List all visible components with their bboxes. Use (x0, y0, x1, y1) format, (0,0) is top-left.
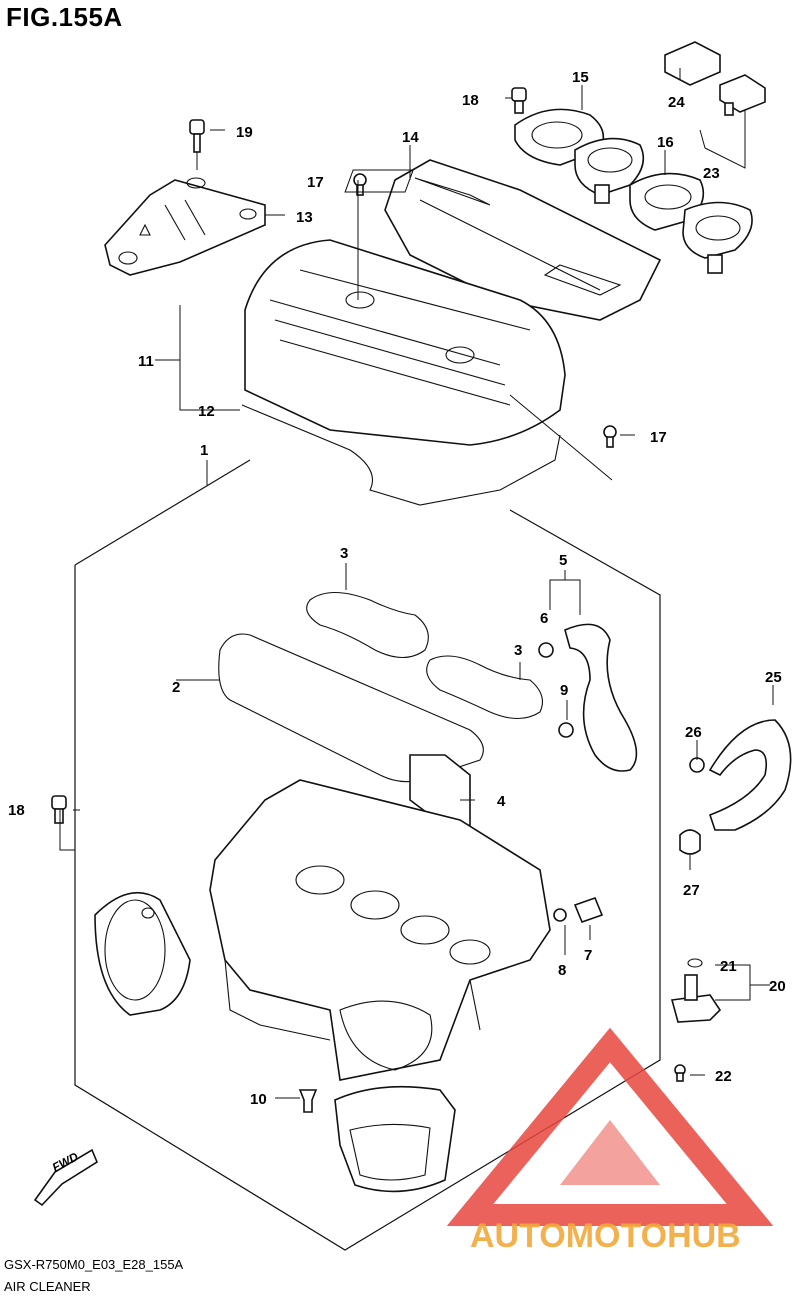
part-8-clamp (553, 908, 567, 922)
part-27-clamp (679, 829, 701, 855)
part-10-clip (298, 1089, 318, 1113)
callout-6: 6 (540, 610, 548, 627)
callout-3-right: 3 (514, 642, 522, 659)
callout-23: 23 (703, 165, 720, 182)
part-18-bolt-top (511, 87, 527, 114)
watermark-brand: AUTOMOTOHUB (470, 1217, 741, 1255)
model-code: GSX-R750M0_E03_E28_155A (4, 1257, 184, 1272)
part-1-intake-duct (94, 891, 191, 1016)
callout-21: 21 (720, 958, 737, 975)
callout-22: 22 (715, 1068, 732, 1085)
part-14-top-panel (344, 159, 662, 321)
watermark-text: AUTOMOTOHUB (470, 1217, 741, 1255)
callout-9: 9 (560, 682, 568, 699)
callout-2: 2 (172, 679, 180, 696)
callout-13: 13 (296, 209, 313, 226)
leader-lines (59, 68, 774, 1099)
fwd-arrow-icon: FWD (33, 1148, 98, 1207)
callout-14: 14 (402, 129, 419, 146)
callout-10: 10 (250, 1091, 267, 1108)
part-7-cap (573, 896, 604, 924)
part-18-bolt-left (51, 795, 67, 824)
callout-18-left: 18 (8, 802, 25, 819)
part-1-air-cleaner-case (209, 779, 551, 1081)
part-13-bracket (104, 177, 266, 276)
callout-4: 4 (497, 793, 506, 810)
part-25-hose (708, 719, 792, 831)
watermark-logo (446, 1027, 774, 1226)
part-1-bottom-funnel (334, 1085, 456, 1193)
part-9-clamp (558, 722, 574, 738)
callout-7: 7 (584, 947, 592, 964)
part-26-clamp (689, 757, 705, 773)
part-17-screw-top (353, 173, 367, 196)
callout-20: 20 (769, 978, 786, 995)
part-24-connector (664, 41, 721, 86)
callout-19: 19 (236, 124, 253, 141)
callout-11: 11 (138, 353, 154, 370)
callout-1: 1 (200, 442, 208, 459)
part-19-bolt (189, 119, 205, 153)
section-name: AIR CLEANER (4, 1279, 91, 1294)
part-12-gasket (241, 404, 561, 506)
callout-27: 27 (683, 882, 700, 899)
callout-17-top: 17 (307, 174, 324, 191)
callout-24: 24 (668, 94, 685, 111)
part-6-clamp (538, 642, 554, 658)
callout-8: 8 (558, 962, 566, 979)
part-3-gasket-right (426, 655, 543, 720)
part-16-velocity-funnels (629, 172, 753, 274)
callout-5: 5 (559, 552, 567, 569)
callout-16: 16 (657, 134, 674, 151)
part-23-sensor (719, 74, 766, 116)
assembly-frame (74, 459, 661, 1251)
callout-17-right: 17 (650, 429, 667, 446)
callout-12: 12 (198, 403, 215, 420)
callout-3-left: 3 (340, 545, 348, 562)
part-17-screw-right (603, 425, 617, 448)
part-11-cover (244, 239, 566, 446)
figure-title: FIG.155A (6, 2, 123, 32)
callout-labels: 1 2 3 3 4 5 6 7 8 9 10 11 12 13 14 15 16… (8, 69, 786, 1108)
part-3-gasket-left (306, 592, 429, 659)
callout-26: 26 (685, 724, 702, 741)
part-21-oring (687, 958, 703, 968)
callout-15: 15 (572, 69, 589, 86)
callout-25: 25 (765, 669, 782, 686)
part-22-screw (674, 1064, 686, 1082)
part-15-velocity-funnels (514, 108, 645, 204)
callout-18-top: 18 (462, 92, 479, 109)
part-20-sensor (670, 974, 722, 1023)
part-5-hose (564, 623, 638, 772)
